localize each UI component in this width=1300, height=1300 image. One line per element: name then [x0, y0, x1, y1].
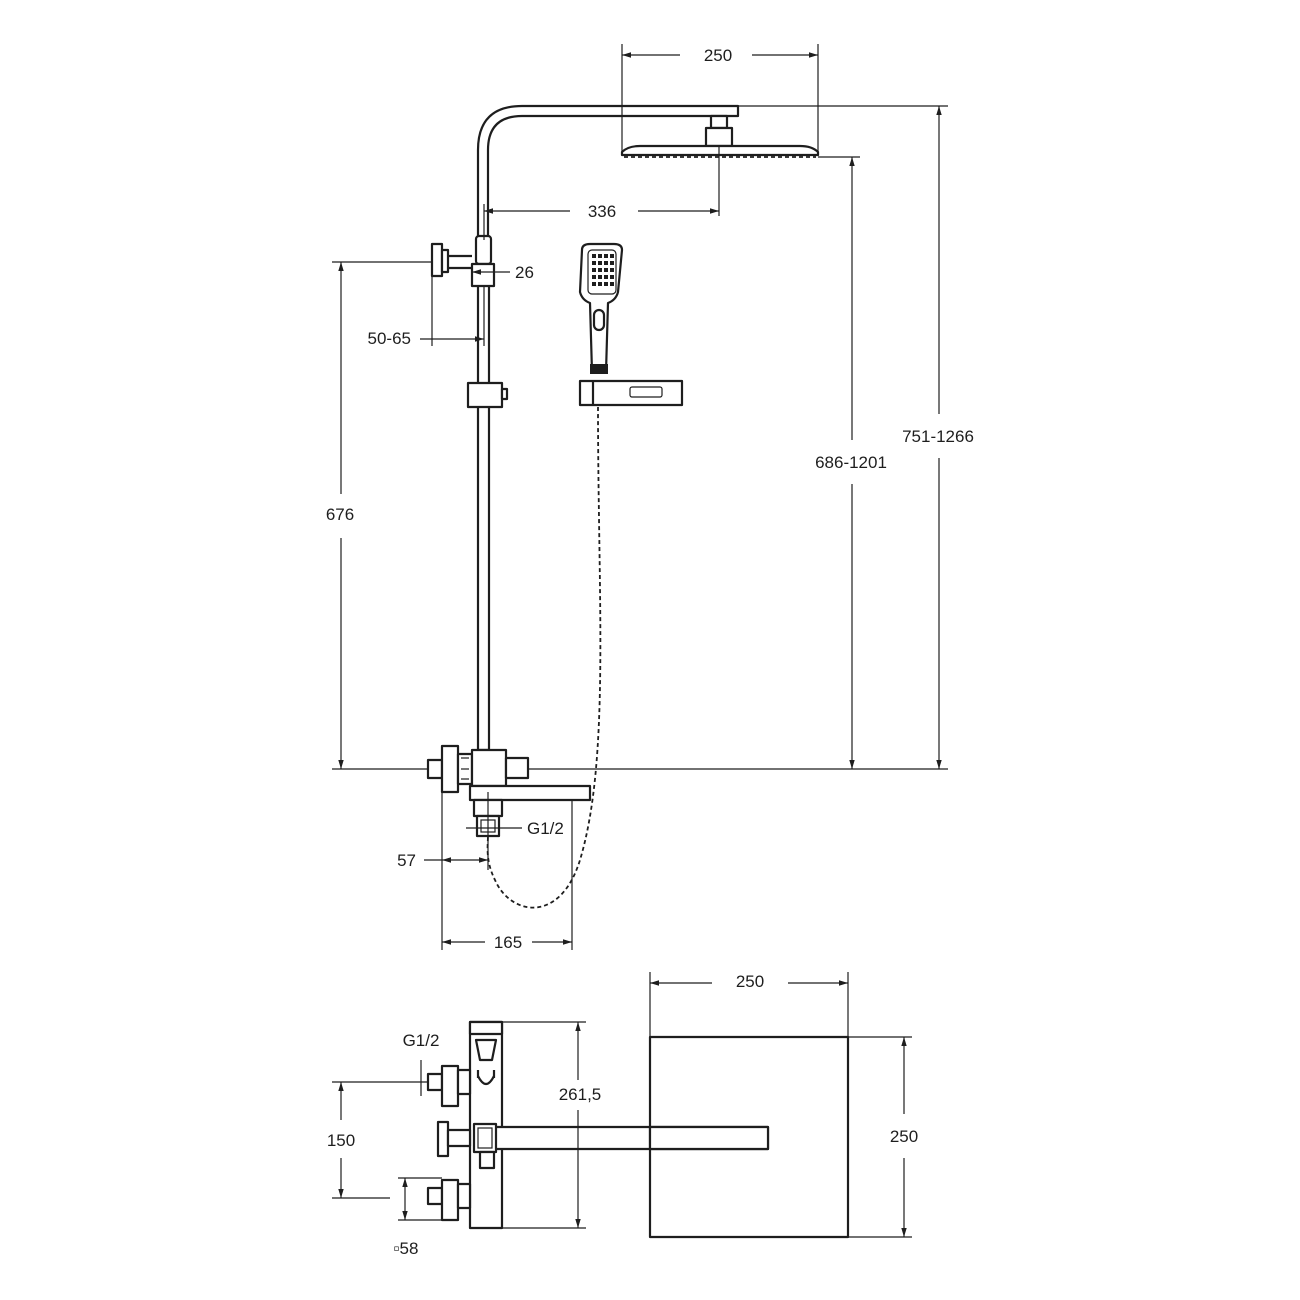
dim-top-square-size: ▫58 — [394, 1239, 419, 1258]
mixer — [426, 744, 592, 838]
dim-top-inlet-spacing: 150 — [327, 1131, 355, 1150]
riser-bar — [430, 234, 509, 752]
dim-inlet-thread: G1/2 — [527, 819, 564, 838]
bar-holder-clamp — [474, 234, 493, 266]
head-connector — [709, 114, 729, 130]
front-dimension-lines — [332, 44, 948, 950]
dim-arm-reach: 336 — [588, 202, 616, 221]
top-view: 250 250 261,5 G1/2 150 ▫58 — [327, 972, 918, 1258]
dim-top-bar-length: 261,5 — [559, 1085, 602, 1104]
wall-bracket-top — [470, 262, 496, 288]
hand-shower-slider — [466, 381, 504, 409]
mixer-body — [470, 748, 508, 788]
wall-flange-top — [430, 242, 444, 278]
top-hook — [477, 1075, 495, 1086]
shelf — [578, 379, 684, 407]
dim-top-inlet-thread: G1/2 — [403, 1031, 440, 1050]
mixer-handle — [440, 744, 460, 794]
hand-shower-nozzles — [592, 254, 614, 286]
head-swivel — [704, 126, 734, 148]
front-dimension-labels: 250 336 26 50-65 676 686-1201 751-1266 G… — [326, 46, 974, 952]
dim-head-height: 686-1201 — [815, 453, 887, 472]
front-view: 250 336 26 50-65 676 686-1201 751-1266 G… — [326, 44, 974, 952]
dim-mixer-depth: 57 — [397, 851, 416, 870]
top-dimension-labels: 250 250 261,5 G1/2 150 ▫58 — [327, 972, 918, 1258]
dim-wall-distance: 50-65 — [368, 329, 411, 348]
dim-total-height: 751-1266 — [902, 427, 974, 446]
top-view-assembly — [426, 1020, 850, 1239]
dim-holder-offset: 26 — [515, 263, 534, 282]
dim-top-head-width: 250 — [736, 972, 764, 991]
shower-arm — [476, 104, 740, 250]
dim-spout-length: 165 — [494, 933, 522, 952]
hand-shower — [578, 242, 684, 407]
head-plate — [620, 144, 820, 157]
top-dimension-lines — [332, 972, 912, 1238]
bath-spout — [468, 784, 592, 802]
dim-head-width: 250 — [704, 46, 732, 65]
dim-top-head-depth: 250 — [890, 1127, 918, 1146]
shower-hose — [486, 406, 602, 909]
rain-shower-head — [476, 104, 820, 250]
hand-shower-button — [592, 308, 606, 332]
dim-bar-height: 676 — [326, 505, 354, 524]
